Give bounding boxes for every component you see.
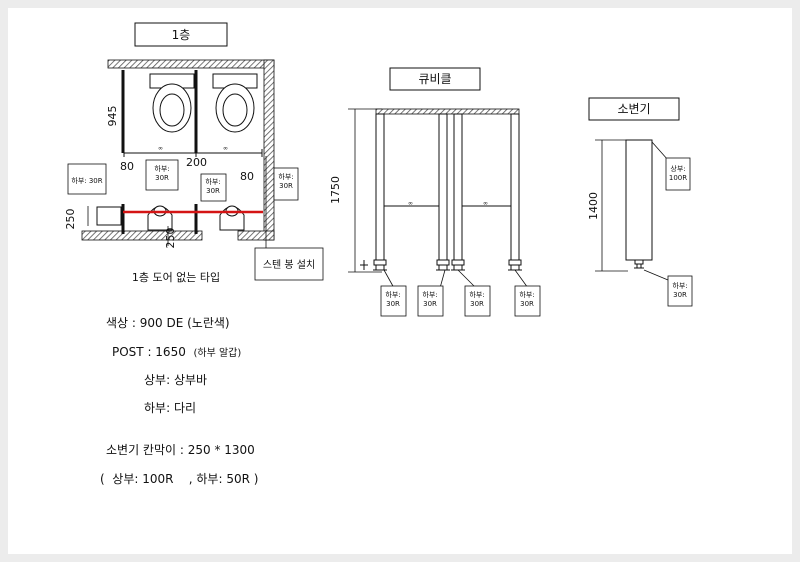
label-line: 하부: — [385, 290, 400, 299]
label-line: 100R — [669, 174, 687, 182]
post-1 — [375, 113, 385, 261]
label-line: 하부: — [672, 281, 687, 290]
bottom-wall-left — [81, 230, 203, 241]
elev-tag-1 — [380, 285, 407, 317]
drawing-sheet: 1층 큐비클 소변기 ∞ ∞ — [8, 8, 792, 554]
svg-text:∞: ∞ — [483, 200, 488, 207]
dim-1400: 1400 — [587, 192, 600, 220]
dim-80-left: 80 — [120, 160, 134, 173]
elev-tag-3 — [464, 285, 491, 317]
label-line: 30R — [155, 174, 169, 182]
urinal-tag-bottom-text: 하부:30R — [672, 281, 687, 299]
elev-tag-3-text: 하부:30R — [469, 290, 484, 308]
elev-tag-4-text: 하부:30R — [519, 290, 534, 308]
urinal-tag-top — [665, 157, 691, 191]
floor-title: 1층 — [172, 28, 191, 42]
foot-1 — [373, 259, 387, 271]
dim-945: 945 — [106, 106, 119, 127]
bottom-wall-right — [237, 230, 275, 241]
label-box-stand — [254, 247, 324, 281]
cubicle-title-box: 큐비클 — [389, 67, 481, 91]
urinal-partition-panel — [625, 139, 653, 261]
spec-post: POST : 1650 — [112, 345, 186, 359]
urinal-tag-bottom — [667, 275, 693, 307]
label-line: 하부: — [469, 290, 484, 299]
label-line: 30R — [279, 182, 293, 190]
top-rail — [375, 108, 520, 115]
label-line: 하부: — [519, 290, 534, 299]
label-line: 30R — [673, 291, 687, 299]
elev-tag-1-text: 하부:30R — [385, 290, 400, 308]
svg-text:∞: ∞ — [408, 200, 413, 207]
label-line: 30R — [423, 300, 437, 308]
foot-4 — [508, 259, 522, 271]
post-2 — [438, 113, 448, 261]
label-line: 30R — [520, 300, 534, 308]
spec-partition: 소변기 칸막이 : 250 * 1300 — [106, 443, 255, 457]
label-lower-b: 하부:30R — [205, 177, 220, 195]
spec-post-note: (하부 알갑) — [193, 348, 242, 359]
spec-bottom: 하부: 다리 — [144, 401, 197, 415]
spec-top: 상부: 상부바 — [144, 373, 208, 387]
label-line: 30R — [206, 187, 220, 195]
urinal-right — [219, 205, 245, 231]
toilet-left — [149, 73, 195, 133]
svg-text:∞: ∞ — [158, 145, 163, 152]
urinal-block — [96, 206, 122, 226]
dim-1750: 1750 — [329, 176, 342, 204]
urinal-foot — [634, 259, 644, 269]
svg-text:∞: ∞ — [223, 145, 228, 152]
plan-caption: 1층 도어 없는 타입 — [132, 271, 220, 284]
urinal-title: 소변기 — [617, 102, 650, 116]
urinal-view — [595, 139, 693, 307]
label-line: 하부: — [278, 172, 293, 181]
right-wall — [263, 59, 275, 241]
label-lower-a: 하부:30R — [154, 164, 169, 182]
dim-250-bottom: 250 — [164, 228, 177, 249]
label-line: 하부: — [422, 290, 437, 299]
label-line: 하부: — [205, 177, 220, 186]
spec-post-line: POST : 1650 (하부 알갑) — [112, 344, 241, 359]
label-box-lower-b — [200, 173, 227, 202]
top-wall — [107, 59, 275, 69]
label-box-lower-a — [145, 159, 179, 191]
elev-tag-2 — [417, 285, 444, 317]
label-line: 하부: — [154, 164, 169, 173]
cubicle-elevation: ∞ ∞ — [348, 108, 541, 317]
label-box-lower-right — [273, 167, 299, 201]
foot-3 — [451, 259, 465, 271]
elev-tag-4 — [514, 285, 541, 317]
spec-color: 색상 : 900 DE (노란색) — [106, 316, 230, 330]
label-box-lower-left — [67, 163, 107, 195]
label-line: 하부: 30R — [71, 176, 102, 185]
dim-80-right: 80 — [240, 170, 254, 183]
label-line: 상부: — [670, 164, 685, 173]
toilet-right — [212, 73, 258, 133]
post-4 — [510, 113, 520, 261]
floor-plan: ∞ ∞ — [67, 59, 324, 281]
dim-200: 200 — [186, 156, 207, 169]
label-lower-left: 하부: 30R — [71, 176, 102, 185]
label-lower-right: 하부:30R — [278, 172, 293, 190]
label-line: 30R — [470, 300, 484, 308]
label-line: 30R — [386, 300, 400, 308]
elev-tag-2-text: 하부:30R — [422, 290, 437, 308]
cubicle-title: 큐비클 — [418, 72, 451, 86]
foot-2 — [436, 259, 450, 271]
urinal-tag-top-text: 상부:100R — [669, 164, 687, 182]
floor-title-box: 1층 — [134, 22, 228, 47]
dim-250-left: 250 — [64, 209, 77, 230]
urinal-title-box: 소변기 — [588, 97, 680, 121]
spec-partition-note: ( 상부: 100R , 하부: 50R ) — [100, 472, 259, 486]
label-stand: 스텐 봉 설치 — [263, 259, 315, 271]
post-3 — [453, 113, 463, 261]
drawing-canvas: 1층 큐비클 소변기 ∞ ∞ — [64, 22, 693, 317]
